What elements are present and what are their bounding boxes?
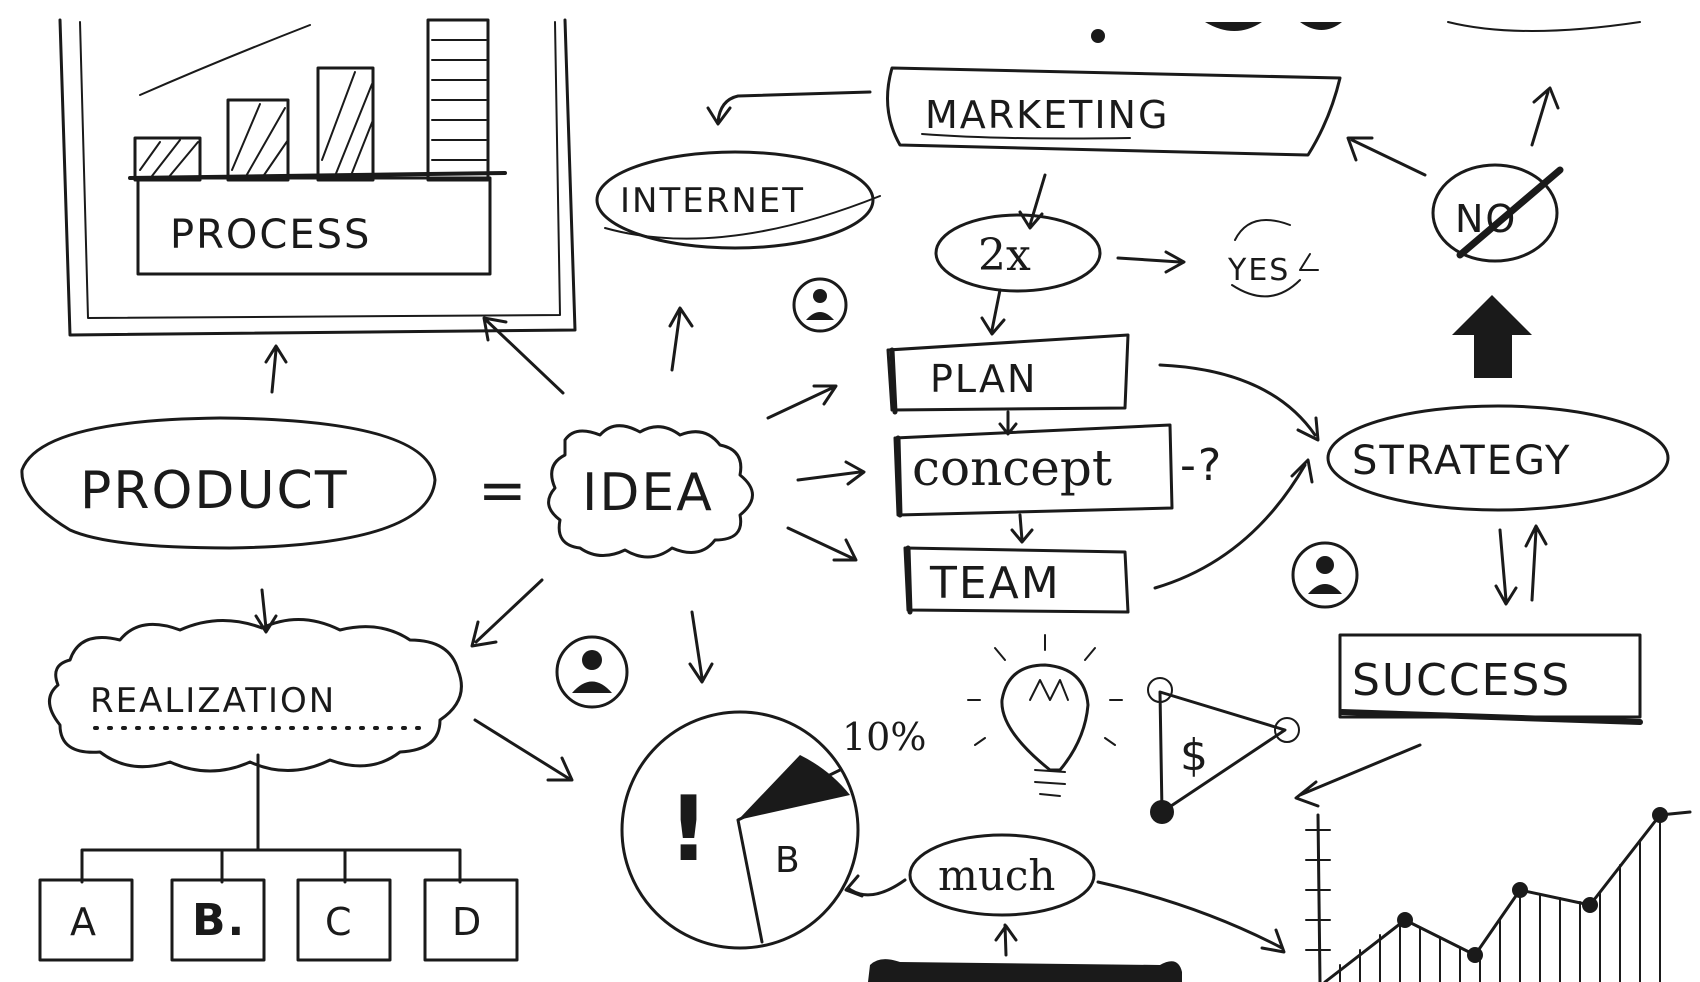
lightbulb-icon (967, 634, 1123, 797)
plan-label: PLAN (930, 357, 1037, 401)
yes-label: YES (1227, 253, 1290, 288)
process-label: PROCESS (170, 212, 371, 258)
no-node: NO (1431, 163, 1564, 263)
marketing-node: MARKETING (886, 66, 1342, 157)
strategy-node: STRATEGY (1326, 404, 1670, 512)
success-label: SUCCESS (1352, 655, 1571, 706)
pie-exclaim-label: ! (668, 777, 711, 882)
realization-label: REALIZATION (90, 681, 336, 721)
internet-label: INTERNET (620, 181, 805, 221)
product-label: PRODUCT (80, 461, 349, 521)
idea-node: IDEA (547, 424, 754, 559)
person-icon (792, 277, 848, 333)
dollar-triangle: $ (1147, 677, 1300, 824)
two-x-node: 2x (934, 213, 1102, 293)
much-label: much (938, 851, 1055, 900)
org-tree: A B. C D (38, 753, 519, 962)
realization-node: REALIZATION (48, 618, 463, 773)
percent-label: 10% (842, 715, 926, 759)
much-node: much (908, 833, 1096, 917)
concept-label: concept (912, 439, 1112, 497)
two-x-label: 2x (978, 230, 1031, 281)
marketing-label: MARKETING (925, 93, 1169, 137)
internet-node: INTERNET (595, 150, 881, 250)
line-chart-icon (1305, 807, 1692, 982)
bar-chart-icon (128, 18, 507, 182)
strategy-label: STRATEGY (1352, 438, 1571, 484)
box-c-label: C (325, 900, 354, 944)
box-d-label: D (452, 900, 483, 944)
process-panel: PROCESS (58, 18, 577, 337)
product-node: PRODUCT (20, 416, 437, 550)
dollar-label: $ (1180, 730, 1210, 781)
team-node: TEAM (903, 545, 1130, 615)
person-icon (555, 635, 629, 709)
pie-chart-icon: ! B (620, 710, 860, 950)
person-icon (1291, 541, 1359, 609)
equals-label: = (478, 456, 529, 524)
pie-b-label: B (775, 840, 802, 881)
concept-node: concept (893, 423, 1174, 518)
team-label: TEAM (929, 558, 1061, 609)
plan-node: PLAN (886, 333, 1130, 415)
yes-node: YES (1227, 219, 1319, 298)
idea-label: IDEA (582, 463, 714, 523)
success-node: SUCCESS (1338, 633, 1643, 725)
box-a-label: A (70, 900, 98, 944)
box-b-label: B. (192, 895, 246, 946)
up-arrow-icon (1452, 295, 1532, 378)
no-label: NO (1455, 197, 1517, 241)
question-label: -? (1180, 440, 1223, 491)
